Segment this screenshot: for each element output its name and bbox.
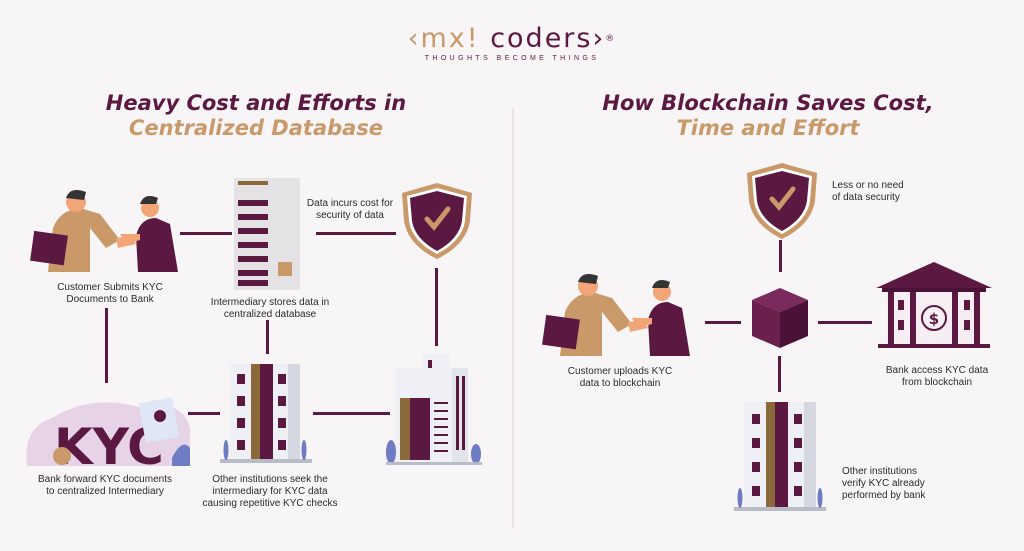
connector-line <box>818 321 872 324</box>
bank-icon: $ <box>876 262 992 348</box>
server-rack-illustration <box>234 178 300 290</box>
connector-line <box>266 320 269 354</box>
caption-other-institutions-seek: Other institutions seek the intermediary… <box>202 474 338 509</box>
caption-customer-uploads: Customer uploads KYC data to blockchain <box>567 366 673 389</box>
caption-less-security: Less or no need of data security <box>832 180 904 203</box>
brand-logo: ‹mx! coders›® THOUGHTS BECOME THINGS <box>0 23 1024 63</box>
building-illustration <box>734 402 826 511</box>
logo-mark: ‹mx! <box>407 23 491 54</box>
left-title-line1: Heavy Cost and Efforts in <box>105 91 407 115</box>
kyc-illustration: KYC <box>26 397 191 476</box>
connector-line <box>435 268 438 346</box>
connector-line <box>180 232 232 235</box>
registered-mark: ® <box>605 34 617 44</box>
connector-line <box>705 321 741 324</box>
caption-other-institutions-verify: Other institutions verify KYC already pe… <box>842 466 926 501</box>
connector-line <box>779 240 782 272</box>
caption-customer-submits: Customer Submits KYC Documents to Bank <box>57 282 163 305</box>
shield-check-icon <box>747 163 817 239</box>
handshake-illustration <box>30 190 178 272</box>
building-illustration <box>220 364 312 463</box>
panel-divider <box>512 108 514 528</box>
caption-bank-forward: Bank forward KYC documents to centralize… <box>38 474 172 497</box>
handshake-illustration <box>542 274 690 356</box>
logo-tagline: THOUGHTS BECOME THINGS <box>424 55 600 62</box>
logo-wordmark: coders› <box>490 23 606 54</box>
connector-line <box>105 308 108 383</box>
shield-check-icon <box>402 183 472 259</box>
right-title: How Blockchain Saves Cost, Time and Effo… <box>512 91 1024 141</box>
caption-security-cost: Data incurs cost for security of data <box>306 198 394 221</box>
connector-line <box>316 232 396 235</box>
caption-bank-access: Bank access KYC data from blockchain <box>885 365 989 388</box>
connector-line <box>313 412 390 415</box>
office-building-illustration <box>386 354 482 465</box>
connector-line <box>188 412 220 415</box>
right-title-line2: Time and Effort <box>676 116 860 140</box>
dollar-sign: $ <box>929 310 939 328</box>
caption-intermediary-stores: Intermediary stores data in centralized … <box>210 297 330 320</box>
connector-line <box>778 356 781 392</box>
left-title-line2: Centralized Database <box>128 116 384 140</box>
cube-icon <box>752 288 808 348</box>
right-title-line1: How Blockchain Saves Cost, <box>602 91 934 115</box>
left-title: Heavy Cost and Efforts in Centralized Da… <box>0 91 512 141</box>
